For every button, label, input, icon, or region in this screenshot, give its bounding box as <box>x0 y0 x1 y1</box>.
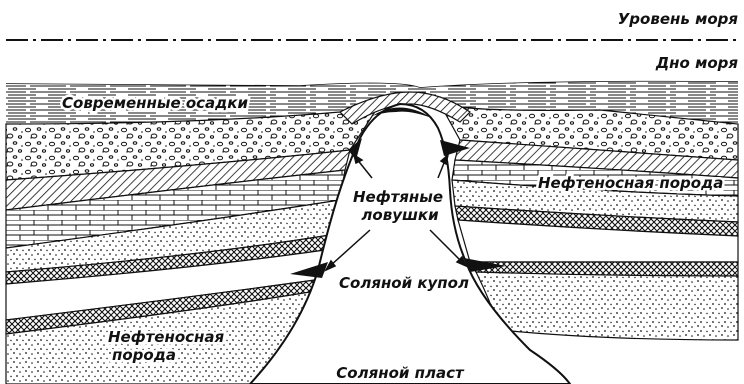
sea-floor-label: Дно моря <box>655 54 739 72</box>
salt-bed-label: Соляной пласт <box>336 364 465 382</box>
oil-bearing-rock-left-label-line1: Нефтеносная <box>108 328 225 346</box>
salt-dome-label: Соляной купол <box>339 274 469 292</box>
dotted-layer-right-lower <box>476 272 738 340</box>
oil-traps-label-line2: ловушки <box>361 206 439 224</box>
oil-bearing-rock-left-label-line2: порода <box>112 346 176 364</box>
oil-bearing-rock-right-label: Нефтеносная порода <box>538 174 723 192</box>
recent-sediments-label: Современные осадки <box>62 94 248 112</box>
sea-level-label: Уровень моря <box>618 10 739 28</box>
oil-traps-label-line1: Нефтяные <box>353 188 443 206</box>
